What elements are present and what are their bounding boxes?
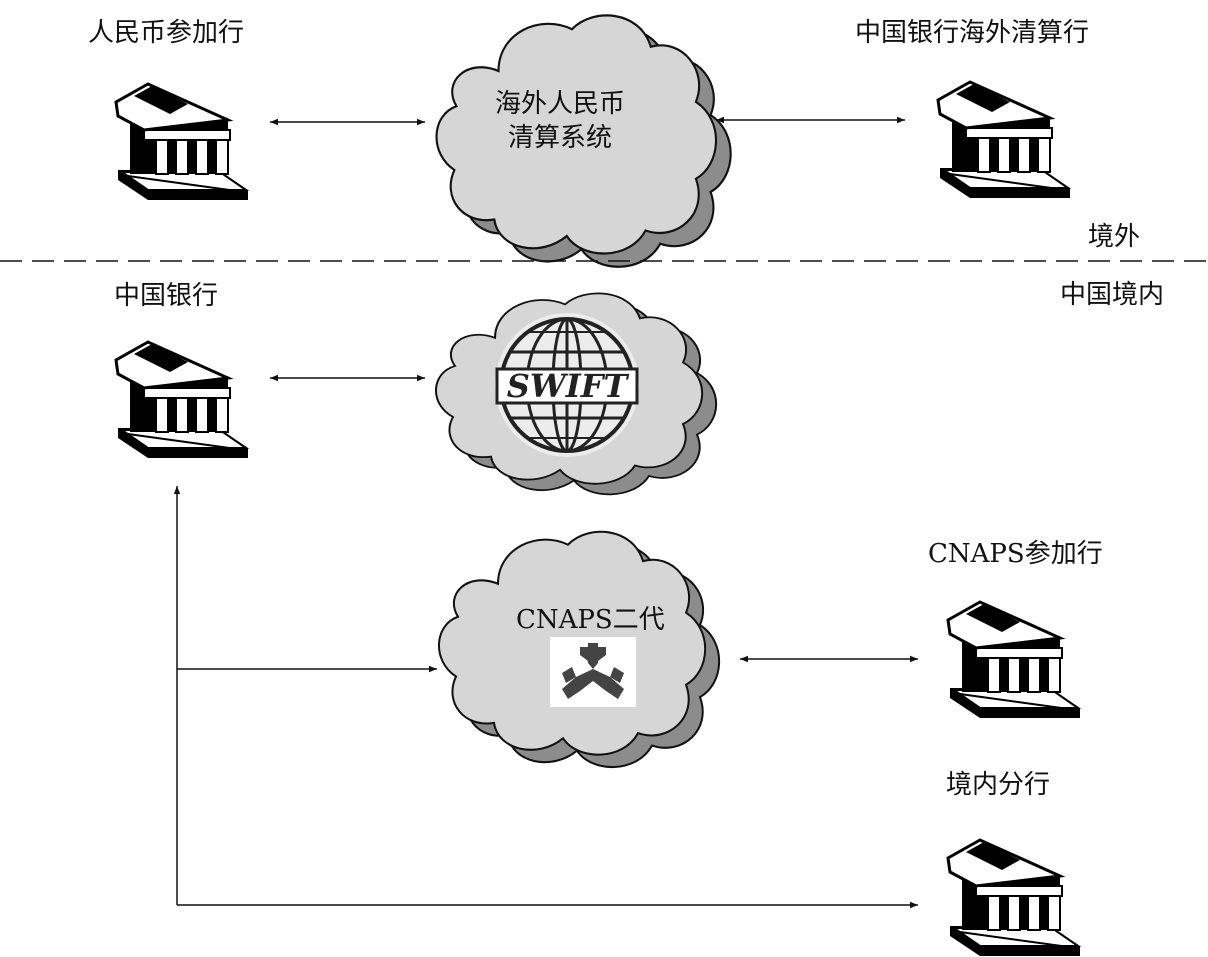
- bank-building-icon: [936, 80, 1072, 200]
- china-domestic-zone-label: 中国境内: [1060, 280, 1165, 310]
- overseas-zone-label: 境外: [1088, 222, 1141, 252]
- domestic-branch-label: 境内分行: [946, 770, 1051, 800]
- boc-overseas-clearing-label: 中国银行海外清算行: [855, 18, 1090, 48]
- cnaps-participant-label: CNAPS参加行: [928, 539, 1103, 569]
- swift-globe-icon: SWIFT: [495, 313, 639, 457]
- bank-building-icon: [946, 600, 1082, 720]
- bank-building-icon: [114, 82, 250, 202]
- swift-logo-text: SWIFT: [507, 367, 630, 405]
- overseas-clearing-title: 海外人民币 清算系统: [470, 88, 650, 156]
- overseas-clearing-line1: 海外人民币: [494, 89, 625, 119]
- bank-of-china-label: 中国银行: [114, 281, 219, 311]
- cnaps-gen2-label: CNAPS二代: [516, 605, 665, 635]
- cnaps-emblem-icon: [550, 637, 636, 707]
- overseas-clearing-line2: 清算系统: [507, 122, 612, 153]
- bank-building-icon: [114, 340, 250, 460]
- bank-building-icon: [946, 838, 1082, 957]
- rmb-participant-label: 人民币参加行: [88, 18, 245, 48]
